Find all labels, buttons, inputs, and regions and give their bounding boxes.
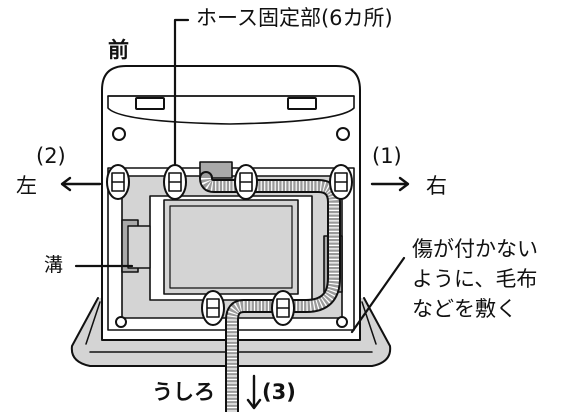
arrow-down <box>246 374 262 410</box>
groove-label: 溝 <box>44 254 64 276</box>
center-plate <box>169 205 293 289</box>
screw-hole-top-right <box>336 127 350 141</box>
left-number-label: (2) <box>36 144 66 168</box>
clamp-2 <box>163 164 187 200</box>
clamp-5 <box>201 290 225 326</box>
groove-block-inner <box>127 225 151 269</box>
screw-hole-bottom-right <box>336 316 348 328</box>
hose-fill <box>201 173 339 412</box>
right-label: 右 <box>426 174 447 198</box>
clamp-3 <box>234 164 258 200</box>
arrow-left <box>60 176 102 192</box>
blanket-leader <box>350 256 406 334</box>
blanket-fold <box>85 301 377 345</box>
clamp-1 <box>106 164 130 200</box>
blanket-note-line-1: 傷が付かない <box>412 237 538 261</box>
slot-right <box>287 97 317 110</box>
blanket-note: 傷が付かない ように、毛布 などを敷く <box>412 234 580 324</box>
blanket-note-line-2: ように、毛布 <box>412 267 538 291</box>
slot-left <box>135 97 165 110</box>
clamp-4 <box>329 164 353 200</box>
front-label: 前 <box>108 38 129 62</box>
left-label: 左 <box>16 174 37 198</box>
back-number-label: (3) <box>262 380 296 404</box>
back-label: うしろ <box>152 380 215 404</box>
arrow-right <box>370 176 410 192</box>
screw-hole-top-left <box>112 127 126 141</box>
clamp-6 <box>271 290 295 326</box>
right-number-label: (1) <box>372 144 402 168</box>
blanket-note-line-3: などを敷く <box>412 297 517 321</box>
hose-fixing-leader <box>173 18 190 167</box>
screw-hole-bottom-left <box>115 316 127 328</box>
hose-fixing-label: ホース固定部(6カ所) <box>196 6 393 30</box>
